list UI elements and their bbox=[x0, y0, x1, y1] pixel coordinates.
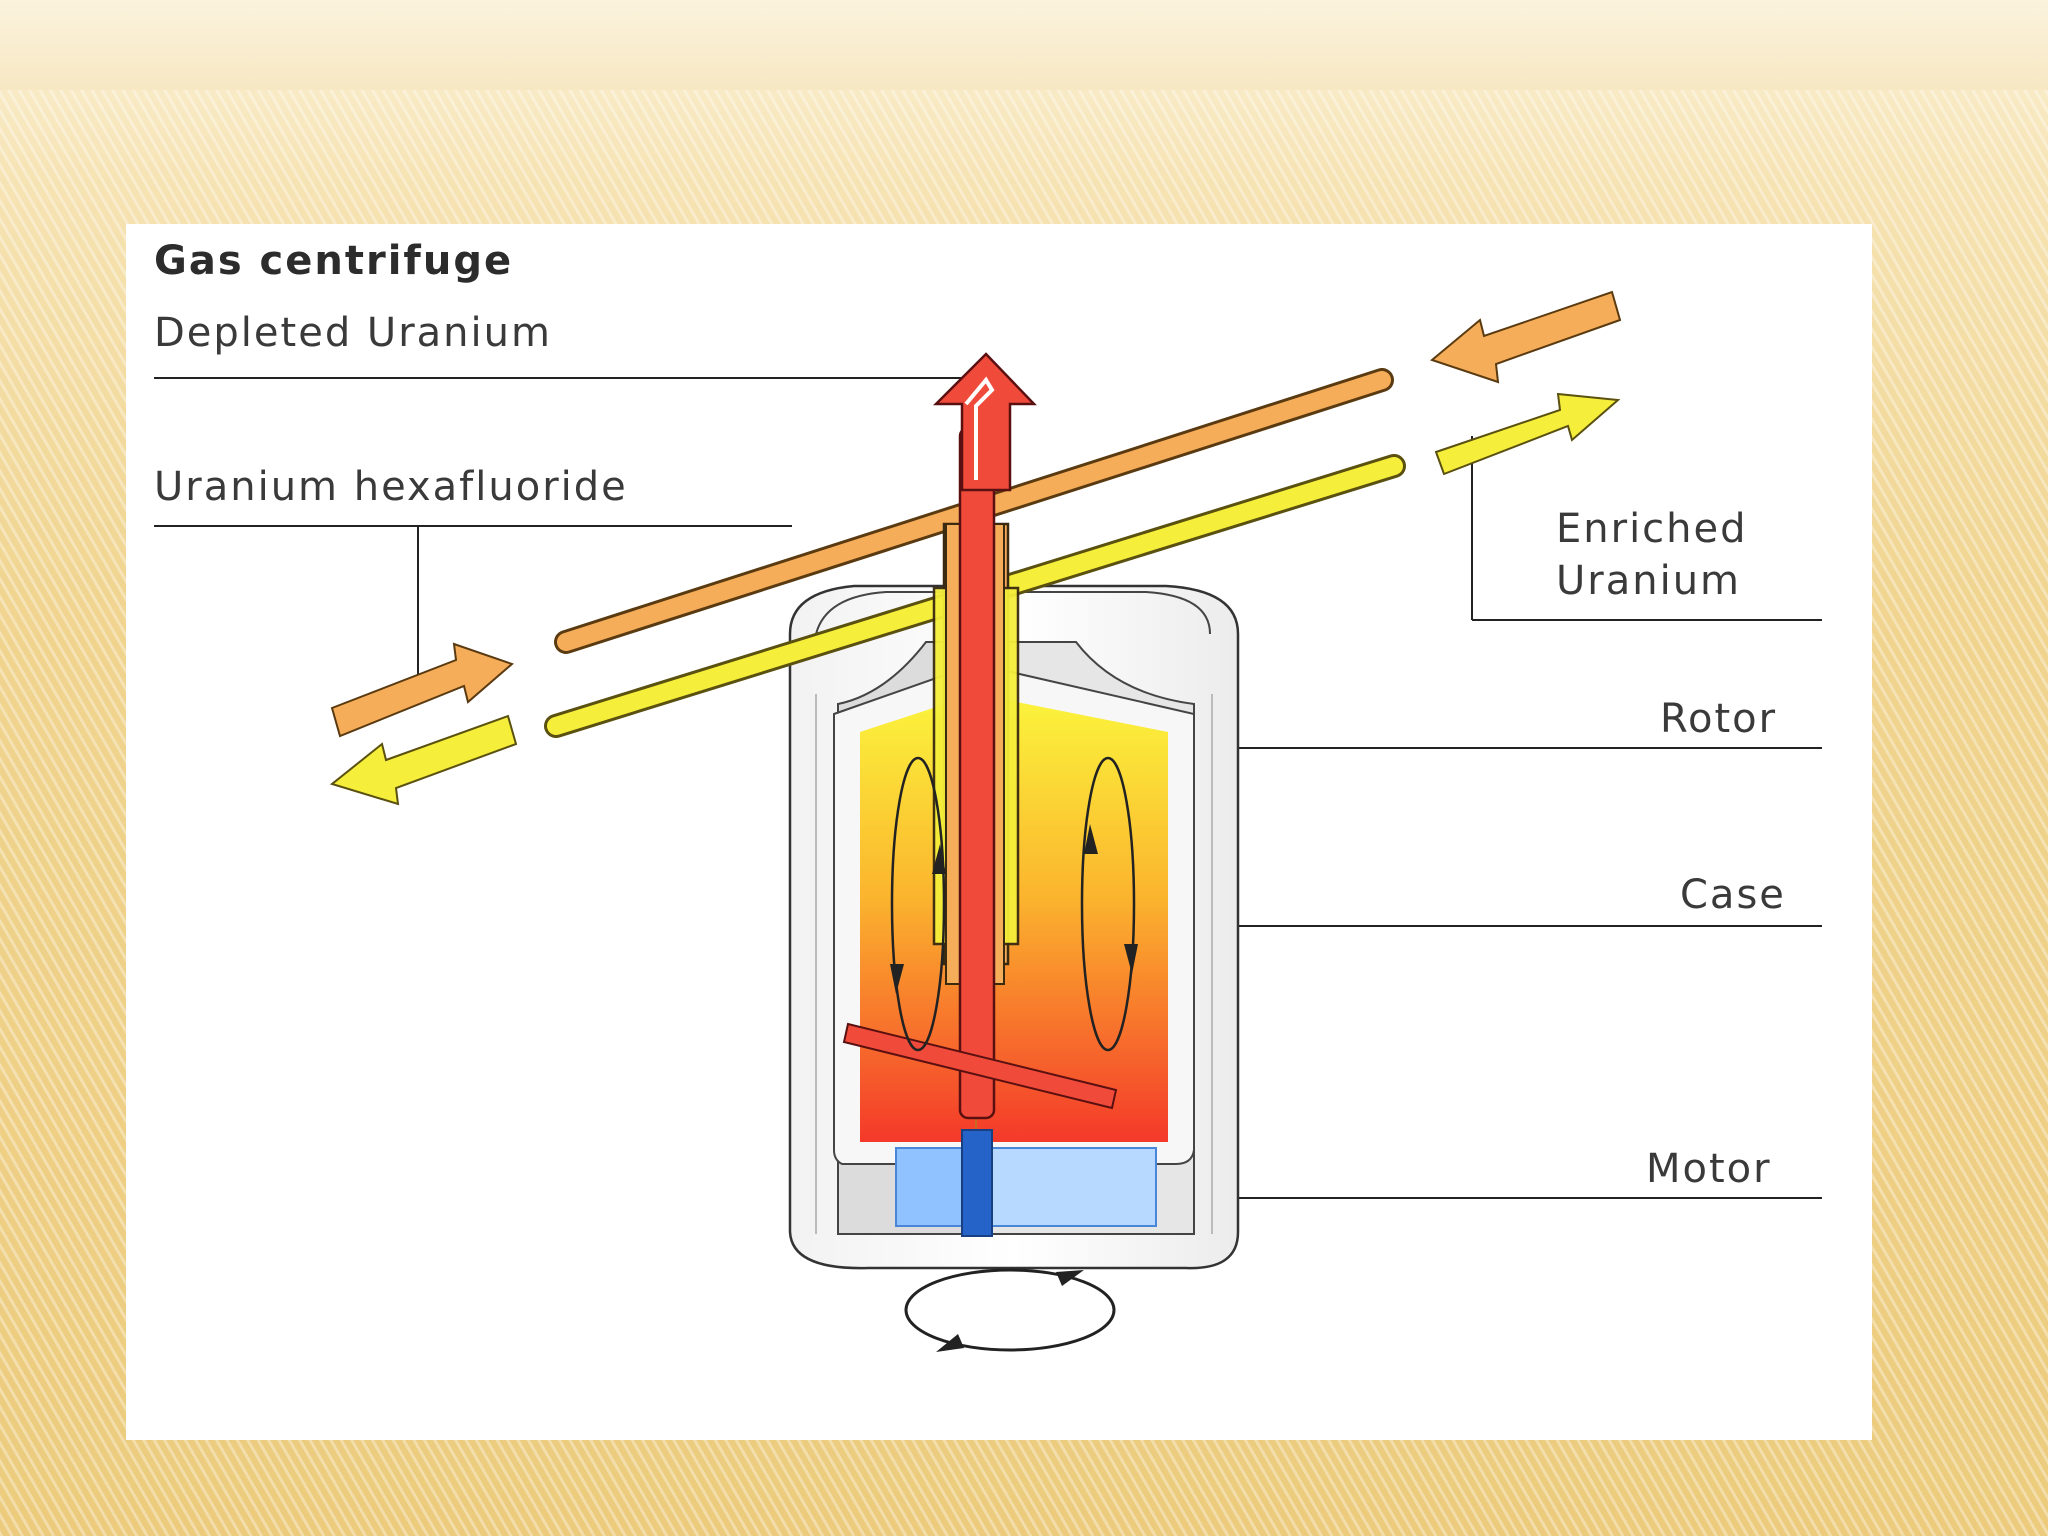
label-depleted-uranium: Depleted Uranium bbox=[154, 310, 552, 356]
label-motor: Motor bbox=[1646, 1146, 1772, 1192]
label-uranium-hexafluoride: Uranium hexafluoride bbox=[154, 464, 628, 510]
label-enriched-line2: Uranium bbox=[1556, 558, 1741, 604]
diagram-panel: Gas centrifuge Depleted Uranium Uranium … bbox=[126, 224, 1872, 1440]
diagram-title: Gas centrifuge bbox=[154, 238, 513, 284]
arrow-right-orange-icon bbox=[330, 642, 514, 738]
motor-shaft bbox=[961, 1129, 993, 1237]
arrow-left-orange-icon bbox=[1429, 290, 1622, 384]
rotation-arrow-icon bbox=[904, 1268, 1116, 1352]
label-rotor: Rotor bbox=[1660, 696, 1777, 742]
slide-header-band bbox=[0, 0, 2048, 90]
arrow-right-yellow-icon bbox=[1434, 392, 1621, 476]
arrow-left-yellow-icon bbox=[329, 714, 518, 806]
motor bbox=[895, 1129, 1157, 1237]
label-case: Case bbox=[1680, 872, 1786, 918]
arrow-up-icon bbox=[932, 352, 1037, 492]
circulation-arrows bbox=[890, 756, 1138, 1052]
label-enriched-line1: Enriched bbox=[1556, 506, 1748, 552]
gas-centrifuge-diagram: Gas centrifuge Depleted Uranium Uranium … bbox=[154, 238, 1822, 1352]
